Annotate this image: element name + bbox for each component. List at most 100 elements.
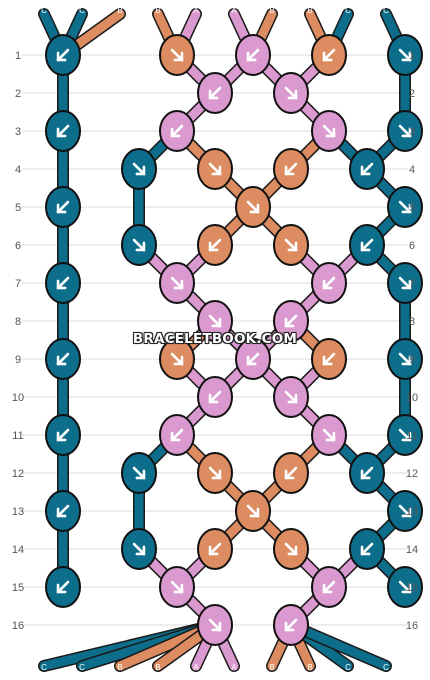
knot-arrow-head bbox=[211, 469, 222, 480]
knot-arrow-head bbox=[360, 241, 371, 252]
row-label: 11 bbox=[12, 430, 23, 442]
knot-arrow-head bbox=[211, 621, 222, 632]
watermark-text: BRACELETBOOK.COM bbox=[132, 331, 298, 347]
knot-arrow-icon bbox=[398, 276, 412, 290]
knot bbox=[311, 566, 347, 608]
knot-arrow-head bbox=[208, 393, 219, 404]
knot bbox=[311, 414, 347, 456]
knot bbox=[121, 528, 157, 570]
row-label: 11 bbox=[406, 430, 417, 442]
knot-arrow-icon bbox=[132, 162, 146, 176]
knot-arrow-icon bbox=[56, 428, 70, 442]
knot-arrow-icon bbox=[208, 542, 222, 556]
knot-arrow-head bbox=[287, 545, 298, 556]
knot bbox=[273, 604, 309, 646]
knot bbox=[387, 566, 423, 608]
row-label: 15 bbox=[12, 582, 24, 594]
knot bbox=[235, 490, 271, 532]
knot-arrow-head bbox=[135, 165, 146, 176]
knot bbox=[387, 34, 423, 76]
row-label: 4 bbox=[409, 164, 415, 176]
knot bbox=[235, 34, 271, 76]
knot-arrow-head bbox=[401, 279, 412, 290]
knot-arrow-head bbox=[211, 165, 222, 176]
knot-arrow-icon bbox=[360, 542, 374, 556]
knot-arrow-icon bbox=[208, 390, 222, 404]
knot bbox=[273, 300, 309, 342]
knot bbox=[273, 224, 309, 266]
knot bbox=[273, 72, 309, 114]
knot-arrow-head bbox=[284, 317, 295, 328]
knot-arrow-icon bbox=[360, 238, 374, 252]
knot bbox=[121, 148, 157, 190]
knot-arrow-head bbox=[135, 241, 146, 252]
knot bbox=[45, 110, 81, 152]
knot bbox=[45, 566, 81, 608]
knot-arrow-icon bbox=[246, 200, 260, 214]
thread-label: B bbox=[117, 663, 122, 672]
knot-arrow-icon bbox=[284, 466, 298, 480]
knot bbox=[197, 300, 233, 342]
knot-arrow-icon bbox=[322, 352, 336, 366]
thread-label: B bbox=[155, 6, 160, 15]
knot-arrow-head bbox=[401, 583, 412, 594]
row-label: 16 bbox=[12, 620, 24, 632]
knot-arrow-icon bbox=[246, 504, 260, 518]
knot bbox=[273, 452, 309, 494]
knot-arrow-head bbox=[287, 393, 298, 404]
knot bbox=[387, 414, 423, 456]
knot-arrow-icon bbox=[208, 466, 222, 480]
row-label: 1 bbox=[409, 50, 415, 62]
knot bbox=[387, 262, 423, 304]
row-label: 6 bbox=[15, 240, 21, 252]
knot bbox=[197, 72, 233, 114]
thread-label: C bbox=[345, 6, 351, 15]
knot-arrow-head bbox=[56, 507, 67, 518]
knot-arrow-icon bbox=[398, 48, 412, 62]
knot bbox=[45, 414, 81, 456]
knot-arrow-head bbox=[173, 583, 184, 594]
knot bbox=[311, 110, 347, 152]
knot bbox=[197, 604, 233, 646]
knot-arrow-head bbox=[401, 355, 412, 366]
knot-arrow-head bbox=[246, 355, 257, 366]
knot-arrow-icon bbox=[322, 580, 336, 594]
knot-arrow-icon bbox=[56, 352, 70, 366]
thread-label: B bbox=[269, 663, 274, 672]
knot-arrow-icon bbox=[398, 124, 412, 138]
row-label: 13 bbox=[12, 506, 24, 518]
thread-label: B bbox=[269, 6, 274, 15]
knot bbox=[387, 338, 423, 380]
knot-arrow-icon bbox=[322, 124, 336, 138]
knot-arrow-head bbox=[173, 279, 184, 290]
knot-arrow-icon bbox=[56, 580, 70, 594]
thread-label: C bbox=[41, 663, 47, 672]
knot-arrow-icon bbox=[246, 352, 260, 366]
knot-arrow-head bbox=[56, 355, 67, 366]
knot-arrow-head bbox=[173, 51, 184, 62]
knot-arrow-icon bbox=[56, 48, 70, 62]
row-label: 7 bbox=[409, 278, 415, 290]
knot bbox=[349, 148, 385, 190]
thread-label: A bbox=[231, 663, 237, 672]
knot bbox=[387, 186, 423, 228]
knot bbox=[197, 452, 233, 494]
row-label: 3 bbox=[15, 126, 21, 138]
knot bbox=[197, 148, 233, 190]
knot-arrow-icon bbox=[284, 390, 298, 404]
knot-arrow-icon bbox=[360, 466, 374, 480]
knot-arrow-head bbox=[56, 279, 67, 290]
thread-label: C bbox=[79, 6, 85, 15]
knot-arrow-icon bbox=[208, 238, 222, 252]
knot-arrow-icon bbox=[132, 542, 146, 556]
knot-arrow-icon bbox=[132, 238, 146, 252]
knot-arrow-head bbox=[322, 279, 333, 290]
knot-arrow-icon bbox=[398, 428, 412, 442]
knot-arrow-head bbox=[249, 507, 260, 518]
knot-arrow-icon bbox=[170, 48, 184, 62]
knot-arrow-head bbox=[56, 51, 67, 62]
row-label: 2 bbox=[15, 88, 21, 100]
knot-arrow-head bbox=[401, 507, 412, 518]
knot bbox=[45, 490, 81, 532]
